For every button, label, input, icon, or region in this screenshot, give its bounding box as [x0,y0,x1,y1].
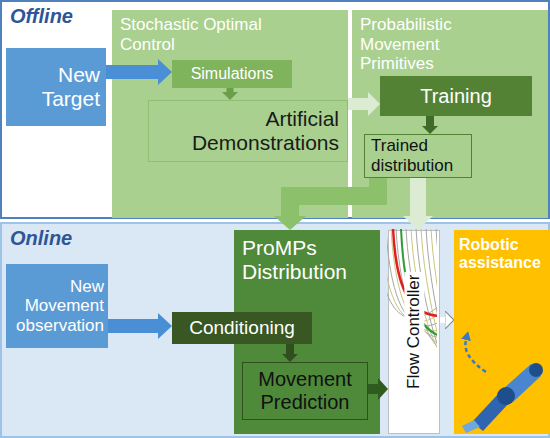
box-label: Training [420,85,492,108]
process-box: Training [380,76,532,116]
flow-arrow [290,178,378,216]
panel-title: Probabilistic Movement Primitives [360,15,485,74]
flow-line [416,229,437,372]
flow-arrow [106,65,158,79]
robot-forearm [472,392,511,431]
flow-line [387,229,437,326]
region-panel: OfflineNew TargetStochastic Optimal Cont… [0,0,550,219]
flow-arrow [440,317,445,323]
flow-line [401,229,437,345]
stage-panel: Probabilistic Movement PrimitivesTrainin… [352,10,548,218]
panel-title: Stochastic Optimal Control [120,15,310,54]
stage-panel: ProMPs DistributionConditioningMovement … [234,230,380,434]
controller-box: Flow Controller [388,230,440,434]
box-label: Trained distribution [371,136,465,175]
result-box: Artificial Demonstrations [148,100,348,162]
region-panel: OnlineNew Movement observationProMPs Dis… [0,222,550,438]
panel-title: ProMPs Distribution [242,236,372,284]
flow-line [391,229,437,331]
input-box: New Target [6,48,106,126]
flow-line [436,229,437,408]
box-label: Conditioning [189,317,295,339]
reference-trajectory [393,229,437,316]
flow-line [387,229,437,322]
robot-upper-arm [503,364,541,402]
box-label: Simulations [191,65,274,83]
flow-line [401,229,437,338]
flow-arrow [368,384,378,394]
result-box: Movement Prediction [242,362,368,420]
input-box: New Movement observation [6,264,108,348]
process-box: Conditioning [172,312,312,344]
box-label: New Movement observation [10,277,104,336]
robot-elbow [497,387,515,405]
flow-line [396,229,437,337]
flow-arrow [227,88,234,92]
flow-arrow [410,178,426,216]
box-label: Movement Prediction [249,368,361,414]
panel-title: Offline [10,5,540,28]
panel-title: Robotic assistance [459,236,545,273]
flow-line [406,229,437,354]
output-box: Robotic assistance [454,230,550,434]
flow-field [387,229,437,417]
robot-shoulder [529,363,543,377]
robot-hand [462,420,480,433]
flow-line [426,229,437,390]
stage-panel: Stochastic Optimal ControlSimulationsArt… [112,10,348,218]
flow-arrow [286,344,294,354]
flow-arrow [348,98,368,110]
box-label: Flow Controller [404,272,424,392]
box-label: Artificial Demonstrations [157,107,339,155]
flow-line [387,229,437,318]
flow-line [421,229,437,381]
flow-line [431,229,437,399]
feedback-arrow [465,340,486,372]
box-label: New Target [12,63,100,111]
result-box: Trained distribution [364,134,472,178]
process-box: Simulations [172,60,292,88]
flow-arrow [426,116,434,126]
robot-arm [462,340,543,433]
flow-arrow [108,319,158,333]
flow-line [411,229,437,363]
